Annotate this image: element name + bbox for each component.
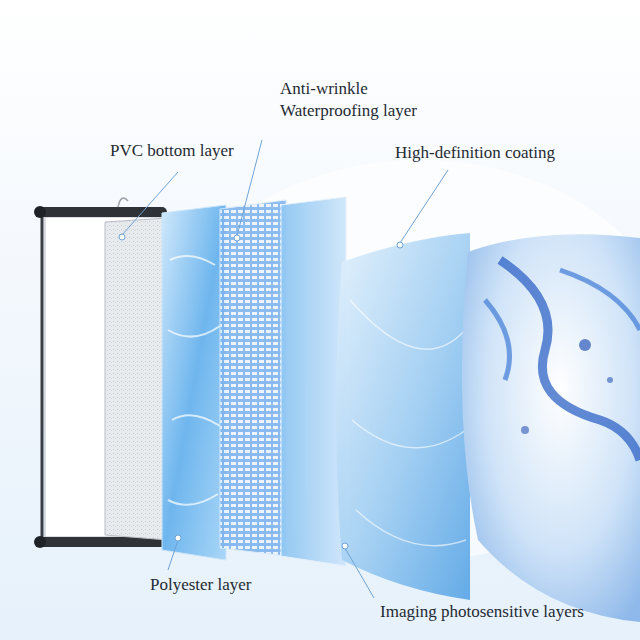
layer-label: Polyester layer (150, 574, 252, 596)
layer-label: Imaging photosensitive layers (380, 601, 584, 623)
layer-label: PVC bottom layer (110, 140, 234, 162)
layer-label: High-definition coating (395, 142, 555, 164)
layer-label: Anti-wrinkle Waterproofing layer (280, 78, 440, 122)
